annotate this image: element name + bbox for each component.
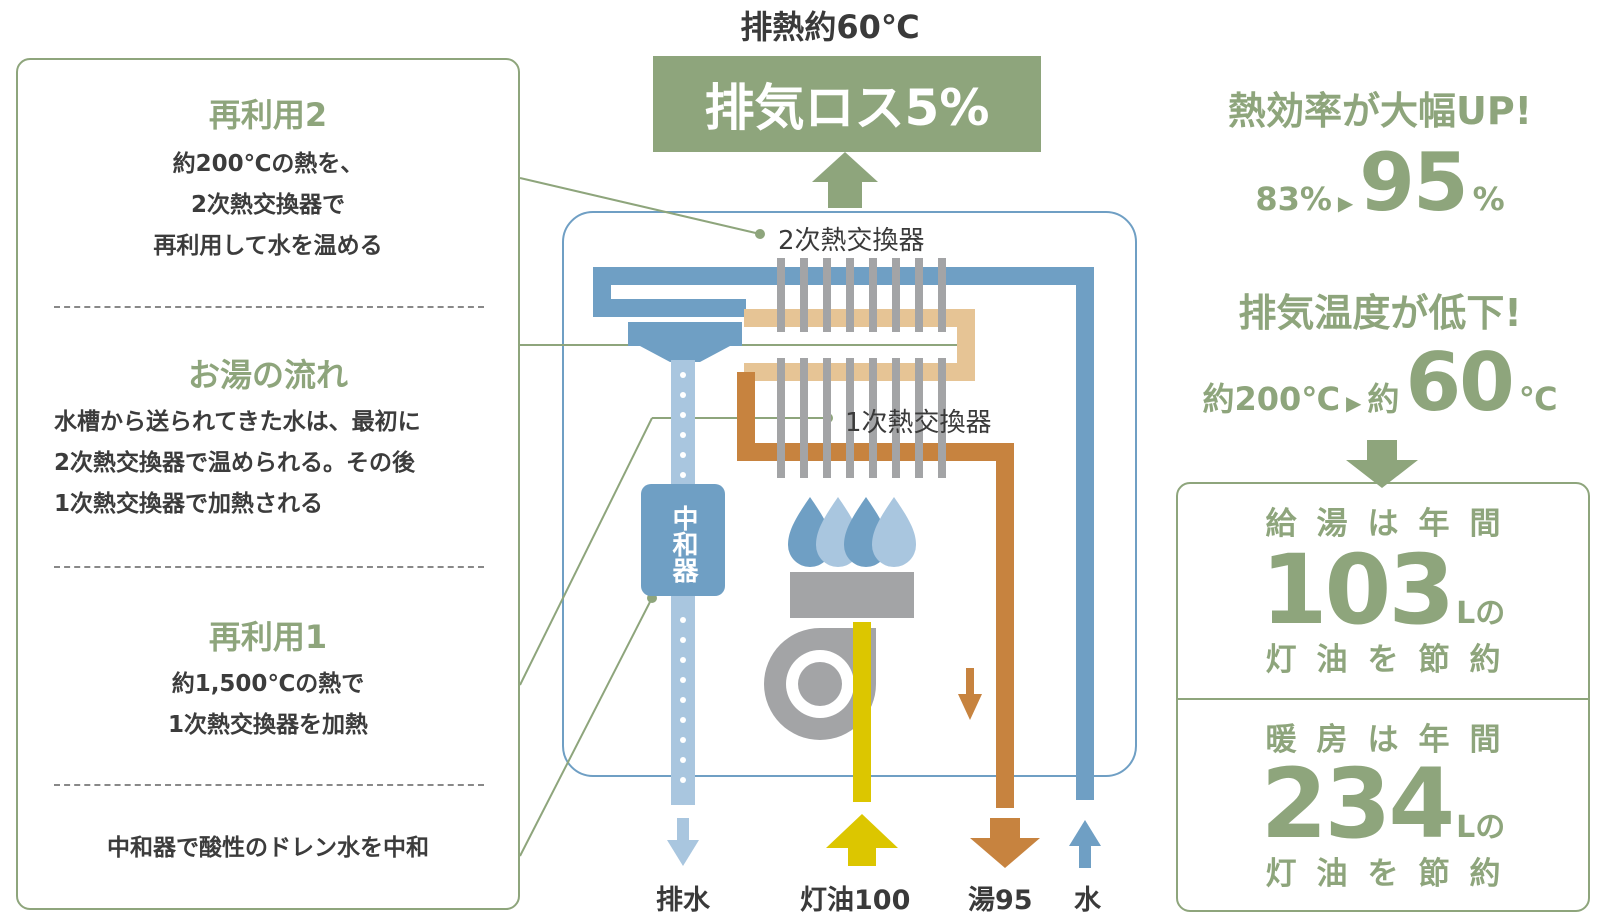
water-arrow [1069, 820, 1101, 868]
temp-after-prefix: 約 [1367, 380, 1400, 418]
cold-water-pipe [593, 267, 1094, 800]
exhaust-temp-title: 排気温度が低下! [1238, 291, 1522, 335]
fan-icon [764, 628, 876, 740]
hot-flow-arrow [958, 668, 982, 720]
efficiency-after: 95 [1359, 136, 1468, 229]
temp-after: 60 [1405, 336, 1514, 429]
down-arrow-icon [1346, 440, 1418, 488]
reuse2-line-2: 2次熱交換器で [190, 192, 345, 218]
secondary-warm-pipe [744, 309, 975, 381]
kerosene-label: 灯油100 [800, 885, 911, 916]
efficiency-title: 熱効率が大幅UP! [1227, 89, 1533, 133]
heating-saving-amount: 234 Lの [1178, 748, 1588, 860]
hot-water-saving-bottom: 灯油を節約 [1265, 642, 1521, 678]
flow-title: お湯の流れ [187, 356, 348, 394]
neutralizer-box [641, 484, 725, 596]
heating-saving-value: 234 [1260, 748, 1455, 860]
hot-water-saving-unit: Lの [1456, 596, 1506, 631]
savings-divider [1178, 698, 1588, 700]
reuse1-title: 再利用1 [208, 618, 328, 656]
secondary-hx-fins [777, 258, 946, 332]
primary-hx-fins [777, 358, 946, 478]
flame-icons [788, 497, 916, 567]
hot-water-saving-value: 103 [1260, 534, 1455, 646]
kerosene-pipe [853, 622, 871, 802]
exhaust-heat-temperature: 排熱約60℃ [740, 8, 920, 46]
reuse2-line-1: 約200℃の熱を、 [172, 151, 364, 177]
flow-line-1: 水槽から送られてきた水は、最初に [54, 409, 421, 435]
secondary-hx-label: 2次熱交換器 [778, 226, 925, 256]
drain-arrow [667, 818, 699, 866]
temp-after-unit: ℃ [1518, 380, 1558, 418]
burner [790, 572, 914, 618]
savings-box: 給湯は年間 103 Lの 灯油を節約 暖房は年間 234 Lの 灯油を節約 [1176, 482, 1590, 912]
flow-line-2: 2次熱交換器で温められる。その後 [54, 450, 416, 476]
divider [54, 784, 484, 786]
heating-saving-top: 暖房は年間 [1265, 722, 1521, 758]
flow-line-3: 1次熱交換器で加熱される [54, 491, 324, 517]
left-info-panel: 再利用2 約200℃の熱を、 2次熱交換器で 再利用して水を温める お湯の流れ … [16, 58, 520, 910]
exhaust-loss-box: 排気ロス5% [653, 56, 1041, 152]
hot-water-saving-top: 給湯は年間 [1265, 506, 1521, 542]
divider [54, 566, 484, 568]
neutralizer-label: 中和器 [668, 505, 698, 583]
hot-water-label: 湯95 [968, 885, 1033, 916]
hot-water-saving-amount: 103 Lの [1178, 534, 1588, 646]
kerosene-arrow [826, 814, 898, 866]
reuse2-line-3: 再利用して水を温める [153, 233, 383, 259]
heating-saving-bottom: 灯油を節約 [1265, 856, 1521, 892]
water-label: 水 [1074, 885, 1101, 916]
neutralizer-note: 中和器で酸性のドレン水を中和 [107, 835, 429, 861]
hot-water-arrow [970, 818, 1040, 868]
arrow-right-icon: ▶ [1346, 391, 1362, 415]
divider [54, 306, 484, 308]
reuse1-line-2: 1次熱交換器を加熱 [167, 712, 368, 738]
reuse2-title: 再利用2 [208, 96, 328, 134]
primary-hx-label: 1次熱交換器 [845, 408, 992, 438]
reuse1-line-1: 約1,500℃の熱で [171, 671, 365, 697]
efficiency-after-unit: % [1472, 180, 1505, 218]
arrow-right-icon: ▶ [1337, 191, 1354, 215]
drain-label: 排水 [656, 885, 710, 916]
temp-before: 約200℃ [1202, 380, 1341, 418]
efficiency-before: 83% [1255, 180, 1332, 218]
exhaust-temp-values: 約200℃ ▶ 約 60 ℃ [1180, 336, 1580, 429]
efficiency-values: 83% ▶ 95 % [1180, 136, 1580, 229]
exhaust-up-arrow [812, 152, 878, 208]
boiler-unit-outline [562, 211, 1137, 777]
heating-saving-unit: Lの [1456, 810, 1506, 845]
